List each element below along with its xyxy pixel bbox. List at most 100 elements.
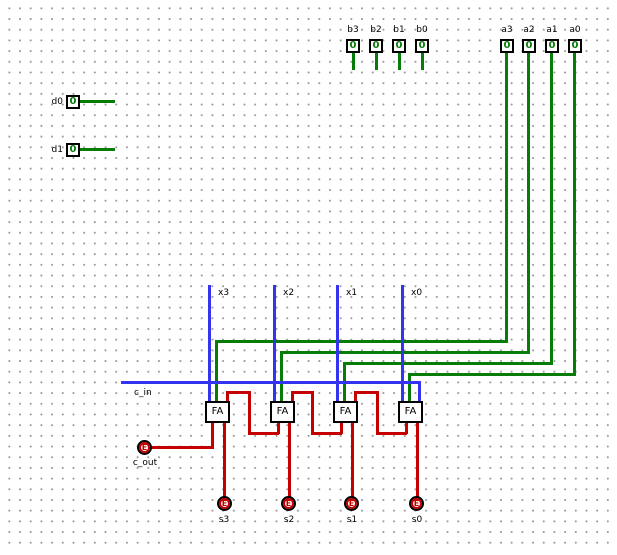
wire-carry-fa4-fa3 <box>376 432 407 435</box>
fa-component-2[interactable]: FA <box>270 401 295 423</box>
fa-component-1[interactable]: FA <box>333 401 358 423</box>
wire-s2 <box>288 423 291 497</box>
pin-value: E <box>413 498 420 508</box>
wire-s1 <box>351 423 354 497</box>
pin-label-d0: d0 <box>51 97 63 107</box>
output-pin-s0: E <box>409 496 424 511</box>
wire-c-in <box>121 381 421 384</box>
wire-a2 <box>527 53 530 354</box>
wire-a3 <box>215 340 507 343</box>
input-pin-b3[interactable]: 0 <box>346 39 360 53</box>
output-pin-s1: E <box>344 496 359 511</box>
wire-c-out <box>150 446 213 449</box>
pin-value: E <box>141 442 148 452</box>
wire-a0 <box>408 373 411 402</box>
wire-a3 <box>505 53 508 343</box>
wire-c-out <box>211 423 214 449</box>
pin-label-d1: d1 <box>51 145 63 155</box>
input-pin-b1[interactable]: 0 <box>392 39 406 53</box>
pin-label-b3: b3 <box>347 25 359 35</box>
wire-carry-fa3-fa2 <box>340 423 343 434</box>
pin-label-a2: a2 <box>523 25 535 35</box>
input-pin-b2[interactable]: 0 <box>369 39 383 53</box>
wire-a1 <box>550 53 553 365</box>
output-pin-s2: E <box>281 496 296 511</box>
pin-label-a1: a1 <box>546 25 558 35</box>
fa-component-3[interactable]: FA <box>205 401 230 423</box>
pin-value: 0 <box>349 40 357 51</box>
wire-x1 <box>336 285 339 402</box>
net-label-x3: x3 <box>218 288 230 298</box>
wire-s3 <box>223 423 226 497</box>
wire-carry-fa3-fa2 <box>291 391 294 403</box>
fa-label: FA <box>404 406 417 417</box>
pin-value: 0 <box>503 40 511 51</box>
wire-carry-fa2-fa1 <box>248 391 251 435</box>
pin-value: 0 <box>418 40 426 51</box>
wire-carry-fa2-fa1 <box>226 391 250 394</box>
wire-carry-fa3-fa2 <box>291 391 313 394</box>
input-pin-d0[interactable]: 0 <box>66 95 80 109</box>
pin-label-s1: s1 <box>346 515 358 525</box>
wire-carry-fa4-fa3 <box>376 391 379 435</box>
net-label-x0: x0 <box>411 288 423 298</box>
pin-value: 0 <box>69 144 77 155</box>
wire-a1 <box>343 362 553 365</box>
pin-value: E <box>348 498 355 508</box>
fa-component-0[interactable]: FA <box>398 401 423 423</box>
pin-label-s3: s3 <box>218 515 230 525</box>
pin-value: 0 <box>395 40 403 51</box>
fa-label: FA <box>276 406 289 417</box>
fa-label: FA <box>211 406 224 417</box>
wire-carry-fa2-fa1 <box>226 391 229 403</box>
pin-value: E <box>285 498 292 508</box>
net-label-x2: x2 <box>283 288 295 298</box>
wire-carry-fa3-fa2 <box>311 391 314 435</box>
wire-s0 <box>416 423 419 497</box>
wire-x3 <box>208 285 211 402</box>
pin-value: 0 <box>571 40 579 51</box>
wire-a3 <box>215 340 218 402</box>
input-pin-d1[interactable]: 0 <box>66 143 80 157</box>
pin-label-a0: a0 <box>569 25 581 35</box>
input-pin-b0[interactable]: 0 <box>415 39 429 53</box>
pin-label-b2: b2 <box>370 25 382 35</box>
pin-value: 0 <box>525 40 533 51</box>
wire-x2 <box>273 285 276 402</box>
input-pin-a3[interactable]: 0 <box>500 39 514 53</box>
wire-x0 <box>401 285 404 402</box>
input-pin-a2[interactable]: 0 <box>522 39 536 53</box>
wire-carry-fa3-fa2 <box>311 432 342 435</box>
wire-a2 <box>280 351 283 402</box>
pin-label-b0: b0 <box>416 25 428 35</box>
output-pin-s3: E <box>217 496 232 511</box>
wire-carry-fa4-fa3 <box>405 423 408 434</box>
wire-carry-fa4-fa3 <box>354 391 378 394</box>
wire-b1-stub <box>398 53 401 70</box>
input-pin-a0[interactable]: 0 <box>568 39 582 53</box>
pin-label-s0: s0 <box>411 515 423 525</box>
pin-label-s2: s2 <box>283 515 295 525</box>
wire-carry-fa2-fa1 <box>248 432 279 435</box>
pin-value: 0 <box>548 40 556 51</box>
pin-label-b1: b1 <box>393 25 405 35</box>
wire-c-in <box>418 381 421 402</box>
wire-a0 <box>408 373 576 376</box>
wire-b2-stub <box>375 53 378 70</box>
pin-value: 0 <box>69 96 77 107</box>
pin-label-c-out: c_out <box>132 458 158 468</box>
wire-carry-fa2-fa1 <box>277 423 280 434</box>
pin-label-a3: a3 <box>501 25 513 35</box>
wire-a2 <box>280 351 530 354</box>
output-pin-c-out: E <box>137 440 152 455</box>
pin-value: E <box>221 498 228 508</box>
wire-d0-stub <box>80 100 115 103</box>
net-label-c-in: c_in <box>134 388 152 398</box>
input-pin-a1[interactable]: 0 <box>545 39 559 53</box>
wire-carry-fa4-fa3 <box>354 391 357 403</box>
wire-a0 <box>573 53 576 376</box>
net-label-x1: x1 <box>346 288 358 298</box>
pin-value: 0 <box>372 40 380 51</box>
